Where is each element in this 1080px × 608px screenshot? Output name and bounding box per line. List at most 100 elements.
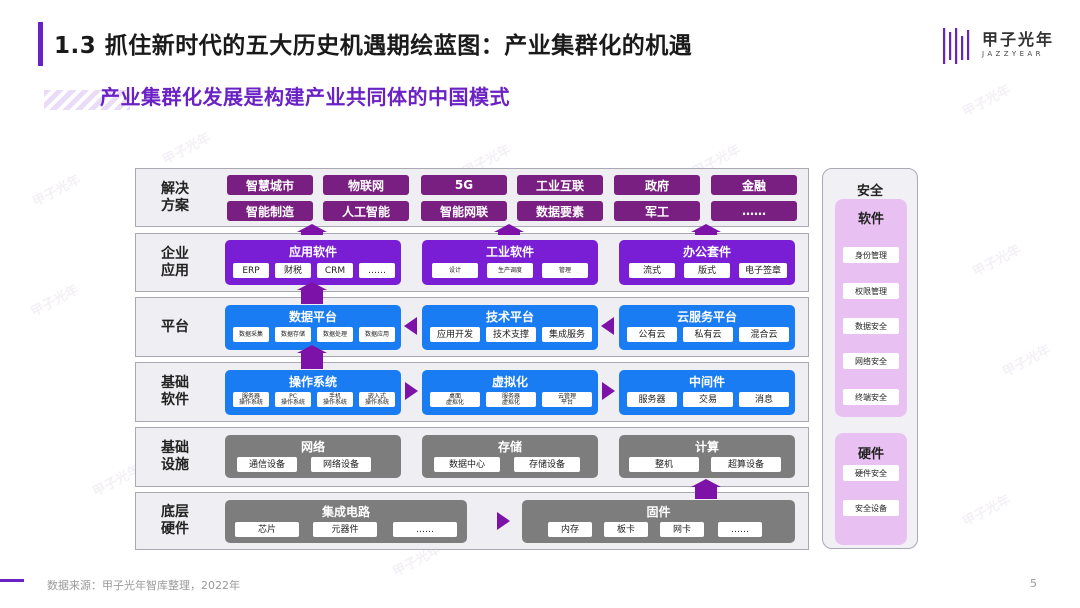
box-firmware: 固件 内存 板卡 网卡 …… bbox=[522, 500, 795, 543]
row-base-software: 基础 软件 操作系统 服务器 操作系统 PC 操作系统 手机 操作系统 嵌入式 … bbox=[135, 362, 809, 422]
box-title: 工业软件 bbox=[485, 245, 534, 259]
row-platform: 平台 数据平台 数据采集 数据存储 数据处理 数据应用 技术平台 应用开发 技术… bbox=[135, 297, 809, 357]
pill-item: 超算设备 bbox=[711, 457, 781, 472]
data-source-note: 数据来源：甲子光年智库整理，2022年 bbox=[47, 579, 240, 592]
arrow-left-icon bbox=[601, 317, 614, 335]
row-label-base-software: 基础 软件 bbox=[161, 375, 189, 408]
pill-item: 财税 bbox=[275, 263, 311, 278]
brand-logo: 甲子光年 JAZZYEAR bbox=[942, 22, 1052, 70]
box-title: 云服务平台 bbox=[676, 310, 737, 324]
industry-architecture-diagram: 解决 方案 智慧城市 物联网 5G 工业互联 政府 金融 智能制造 人工智能 智… bbox=[135, 168, 945, 552]
pill-item: 云管理 平台 bbox=[542, 392, 592, 407]
pill-item: 管理 bbox=[542, 263, 588, 278]
watermark-8: 甲子光年 bbox=[960, 492, 1014, 531]
box-os: 操作系统 服务器 操作系统 PC 操作系统 手机 操作系统 嵌入式 操作系统 bbox=[225, 370, 401, 415]
arrow-up-icon bbox=[691, 479, 721, 487]
pill-item: 版式 bbox=[684, 263, 730, 278]
security-item: 安全设备 bbox=[843, 500, 899, 516]
pill-item: 数据中心 bbox=[434, 457, 500, 472]
pill-item: 技术支撑 bbox=[486, 327, 536, 342]
box-title: 集成电路 bbox=[321, 505, 370, 519]
row-hardware: 底层 硬件 集成电路 芯片 元器件 …… 固件 内存 板卡 网卡 …… bbox=[135, 492, 809, 550]
pill-item: …… bbox=[393, 522, 457, 537]
pill-item: 内存 bbox=[548, 522, 592, 537]
security-item: 权限管理 bbox=[843, 283, 899, 299]
security-hardware-panel: 硬件 硬件安全 安全设备 bbox=[835, 433, 907, 545]
box-cloud-platform: 云服务平台 公有云 私有云 混合云 bbox=[619, 305, 795, 350]
security-software-title: 软件 bbox=[857, 212, 884, 227]
arrow-stem bbox=[301, 353, 323, 369]
footer-accent-line bbox=[0, 579, 24, 582]
pill-item: 桌面 虚拟化 bbox=[430, 392, 480, 407]
pill-item: 消息 bbox=[739, 392, 789, 407]
arrow-up-icon bbox=[297, 282, 327, 290]
arrow-right-icon bbox=[602, 382, 615, 400]
security-column: 安全 软件 身份管理 权限管理 数据安全 网络安全 终端安全 硬件 硬件安全 安… bbox=[822, 168, 918, 549]
solution-item: 军工 bbox=[614, 201, 700, 221]
pill-item: PC 操作系统 bbox=[275, 392, 311, 407]
solution-item: 5G bbox=[421, 175, 507, 195]
box-office-suite: 办公套件 流式 版式 电子签章 bbox=[619, 240, 795, 285]
pill-item: 服务器 虚拟化 bbox=[486, 392, 536, 407]
solution-item: 政府 bbox=[614, 175, 700, 195]
security-hardware-title: 硬件 bbox=[857, 447, 884, 462]
solution-item: 智能制造 bbox=[227, 201, 313, 221]
pill-item: ERP bbox=[233, 263, 269, 278]
watermark-2: 甲子光年 bbox=[160, 130, 214, 169]
pill-item: 通信设备 bbox=[237, 457, 297, 472]
box-tech-platform: 技术平台 应用开发 技术支撑 集成服务 bbox=[422, 305, 598, 350]
box-storage: 存储 数据中心 存储设备 bbox=[422, 435, 598, 478]
logo-bars-icon bbox=[943, 28, 970, 64]
page-number: 5 bbox=[1030, 577, 1037, 590]
logo-subtext: JAZZYEAR bbox=[982, 50, 1044, 58]
arrow-stem bbox=[695, 232, 717, 235]
box-data-platform: 数据平台 数据采集 数据存储 数据处理 数据应用 bbox=[225, 305, 401, 350]
box-compute: 计算 整机 超算设备 bbox=[619, 435, 795, 478]
watermark-7: 甲子光年 bbox=[1000, 342, 1054, 381]
arrow-up-icon bbox=[297, 345, 327, 353]
arrow-stem bbox=[301, 290, 323, 304]
solution-item: 物联网 bbox=[323, 175, 409, 195]
pill-item: 存储设备 bbox=[514, 457, 580, 472]
pill-item: 应用开发 bbox=[430, 327, 480, 342]
security-item: 硬件安全 bbox=[843, 465, 899, 481]
security-title: 安全 bbox=[856, 184, 883, 199]
arrow-right-icon bbox=[497, 512, 510, 530]
row-enterprise: 企业 应用 应用软件 ERP 财税 CRM …… 工业软件 设计 生产调度 管理… bbox=[135, 233, 809, 292]
pill-item: 网卡 bbox=[660, 522, 704, 537]
watermark-1: 甲子光年 bbox=[28, 282, 82, 321]
arrow-stem bbox=[498, 232, 520, 235]
solution-item: 智慧城市 bbox=[227, 175, 313, 195]
solution-item: 金融 bbox=[711, 175, 797, 195]
box-title: 中间件 bbox=[688, 375, 725, 389]
arrow-up-icon bbox=[494, 224, 524, 232]
pill-item: 公有云 bbox=[627, 327, 677, 342]
pill-item: 芯片 bbox=[235, 522, 299, 537]
pill-item: 流式 bbox=[629, 263, 675, 278]
watermark-5: 甲子光年 bbox=[960, 82, 1014, 121]
box-middleware: 中间件 服务器 交易 消息 bbox=[619, 370, 795, 415]
pill-item: 数据采集 bbox=[233, 327, 269, 342]
security-item: 数据安全 bbox=[843, 318, 899, 334]
row-solutions: 解决 方案 智慧城市 物联网 5G 工业互联 政府 金融 智能制造 人工智能 智… bbox=[135, 168, 809, 227]
security-item: 终端安全 bbox=[843, 389, 899, 405]
pill-item: 数据处理 bbox=[317, 327, 353, 342]
pill-item: 电子签章 bbox=[739, 263, 787, 278]
row-label-solutions: 解决 方案 bbox=[161, 180, 189, 214]
pill-item: 混合云 bbox=[739, 327, 789, 342]
pill-item: 生产调度 bbox=[487, 263, 533, 278]
pill-item: 网络设备 bbox=[311, 457, 371, 472]
pill-item: 私有云 bbox=[683, 327, 733, 342]
pill-item: 整机 bbox=[629, 457, 699, 472]
page-title: 1.3 抓住新时代的五大历史机遇期绘蓝图：产业集群化的机遇 bbox=[54, 33, 693, 59]
row-label-platform: 平台 bbox=[161, 318, 189, 335]
row-infrastructure: 基础 设施 网络 通信设备 网络设备 存储 数据中心 存储设备 计算 整机 超算… bbox=[135, 427, 809, 487]
security-item: 身份管理 bbox=[843, 247, 899, 263]
box-app-software: 应用软件 ERP 财税 CRM …… bbox=[225, 240, 401, 285]
watermark-6: 甲子光年 bbox=[970, 242, 1024, 281]
arrow-stem bbox=[695, 487, 717, 499]
box-industrial-software: 工业软件 设计 生产调度 管理 bbox=[422, 240, 598, 285]
box-title: 办公套件 bbox=[682, 245, 731, 259]
box-title: 操作系统 bbox=[288, 375, 337, 389]
pill-item: 数据应用 bbox=[359, 327, 395, 342]
